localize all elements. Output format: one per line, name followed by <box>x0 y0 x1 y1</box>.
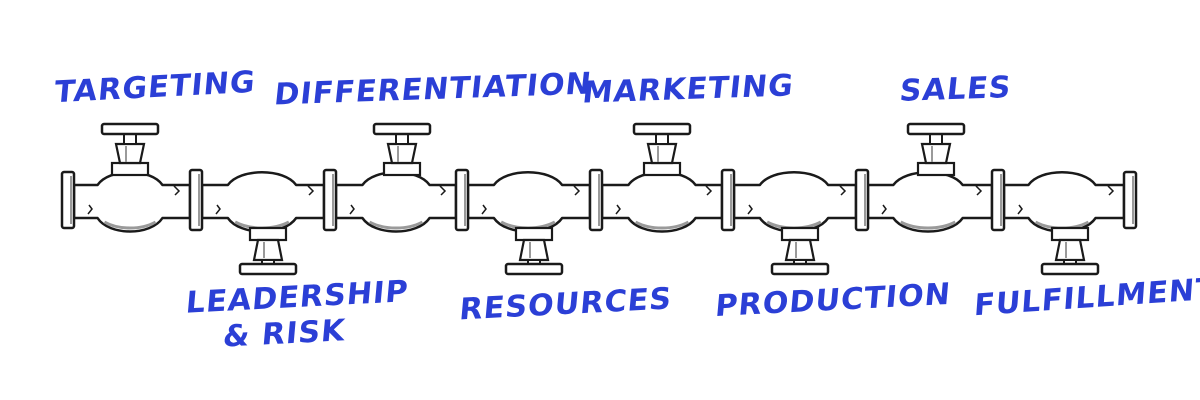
valve-handwheel <box>100 122 160 136</box>
pipe-flange <box>322 168 338 232</box>
label-sales: SALES <box>898 70 1013 110</box>
pipe-shade <box>634 220 690 230</box>
pipe-flange <box>188 168 204 232</box>
valve-base <box>642 161 682 177</box>
pipe-crack <box>615 185 713 215</box>
valve-handwheel <box>770 262 830 276</box>
valve-bonnet <box>114 142 146 165</box>
pipe-shade <box>103 220 157 230</box>
pipe-flange <box>60 170 76 230</box>
pipe-segment <box>600 171 724 233</box>
pipe-segment <box>1002 171 1126 233</box>
valve-base <box>248 226 288 242</box>
label-leadership-risk: LEADERSHIP & RISK <box>181 274 410 357</box>
valve-bonnet <box>252 238 284 262</box>
pipe-crack <box>87 185 181 215</box>
valve-base <box>780 226 820 242</box>
valve-stem <box>123 133 137 145</box>
pipe-segment <box>200 171 326 233</box>
pipe-flange <box>454 168 470 232</box>
pipe-segment <box>466 171 592 233</box>
valve-handwheel <box>1040 262 1100 276</box>
pipe-flange <box>588 168 604 232</box>
valve-stem <box>655 133 669 145</box>
valve-bonnet <box>518 238 550 262</box>
pipe-flange <box>990 168 1006 232</box>
valve-base <box>1050 226 1090 242</box>
label-sales-text: SALES <box>897 70 1014 109</box>
valve-stem <box>395 133 409 145</box>
valve-handwheel <box>906 122 966 136</box>
pipe-flange <box>854 168 870 232</box>
pipe-crack <box>349 185 447 215</box>
pipe-shade <box>368 220 424 230</box>
pipe-flange <box>720 168 736 232</box>
valve-base <box>110 161 150 177</box>
pipe-shade <box>900 220 956 230</box>
pipe-segment <box>334 171 458 233</box>
valve-handwheel <box>372 122 432 136</box>
label-marketing: MARKETING <box>581 68 796 111</box>
valve-handwheel <box>504 262 564 276</box>
label-marketing-text: MARKETING <box>580 68 796 111</box>
valve-bonnet <box>784 238 816 262</box>
pipe-segment <box>72 171 192 233</box>
valve-base <box>916 161 956 177</box>
valve-handwheel <box>238 262 298 276</box>
valve-handwheel <box>632 122 692 136</box>
valve-bonnet <box>920 142 952 165</box>
valve-bonnet <box>646 142 678 165</box>
pipe-flange <box>1122 170 1138 230</box>
pipe-crack <box>215 185 315 215</box>
valve-stem <box>929 133 943 145</box>
pipe-crack <box>1017 185 1115 215</box>
pipe-crack <box>881 185 983 215</box>
valve-base <box>514 226 554 242</box>
valve-bonnet <box>1054 238 1086 262</box>
valve-bonnet <box>386 142 418 165</box>
pipe-segment <box>732 171 858 233</box>
pipe-segment <box>866 171 994 233</box>
pipe-crack <box>481 185 581 215</box>
pipe-crack <box>747 185 847 215</box>
pipeline-group <box>60 122 1138 276</box>
valve-base <box>382 161 422 177</box>
